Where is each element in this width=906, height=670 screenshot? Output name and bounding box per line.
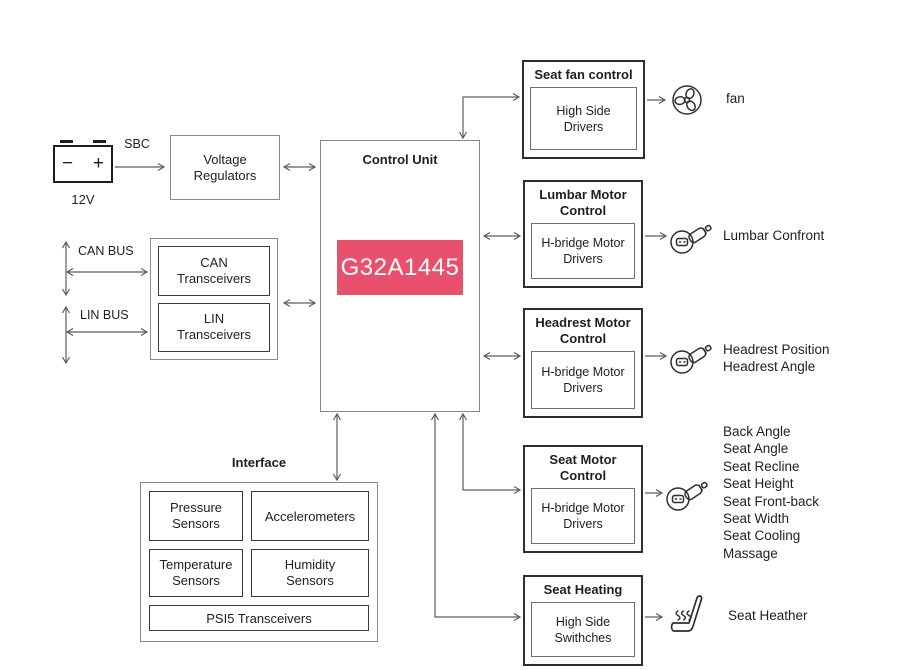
- lumbar-output-label: Lumbar Confront: [723, 228, 825, 243]
- wire-cu-seat-motor: [458, 412, 522, 495]
- seat-heater-output-label: Seat Heather: [728, 608, 808, 623]
- seat-fan-control-title: Seat fan control: [534, 67, 633, 82]
- battery-voltage-label: 12V: [71, 192, 95, 207]
- battery-terminal-plus: [93, 140, 106, 143]
- fan-output-label: fan: [726, 91, 745, 106]
- seat-heating-title: Seat Heating: [543, 582, 623, 597]
- can-bus-label: CAN BUS: [78, 244, 134, 258]
- seat-heater-icon: [670, 595, 703, 632]
- chip-badge: G32A1445: [337, 240, 463, 295]
- control-unit-title: Control Unit: [362, 152, 438, 167]
- battery-icon: − +: [53, 145, 113, 183]
- wire-cu-seat-fan: [458, 92, 521, 140]
- battery-terminal-minus: [60, 140, 73, 143]
- motor-actuator-icon: [670, 344, 712, 374]
- psi5-transceivers-box: PSI5 Transceivers: [149, 605, 369, 631]
- motor-actuator-icon: [666, 481, 708, 511]
- accelerometers-box: Accelerometers: [251, 491, 369, 541]
- motor-actuator-icon: [670, 224, 712, 254]
- wire-cu-seat-heating: [430, 412, 522, 622]
- fan-icon: [672, 85, 702, 115]
- battery-minus-sign: −: [62, 153, 74, 174]
- battery-plus-sign: +: [92, 153, 104, 174]
- lin-bus-label: LIN BUS: [80, 308, 129, 322]
- interface-title: Interface: [231, 455, 287, 470]
- sbc-label: SBC: [124, 137, 150, 151]
